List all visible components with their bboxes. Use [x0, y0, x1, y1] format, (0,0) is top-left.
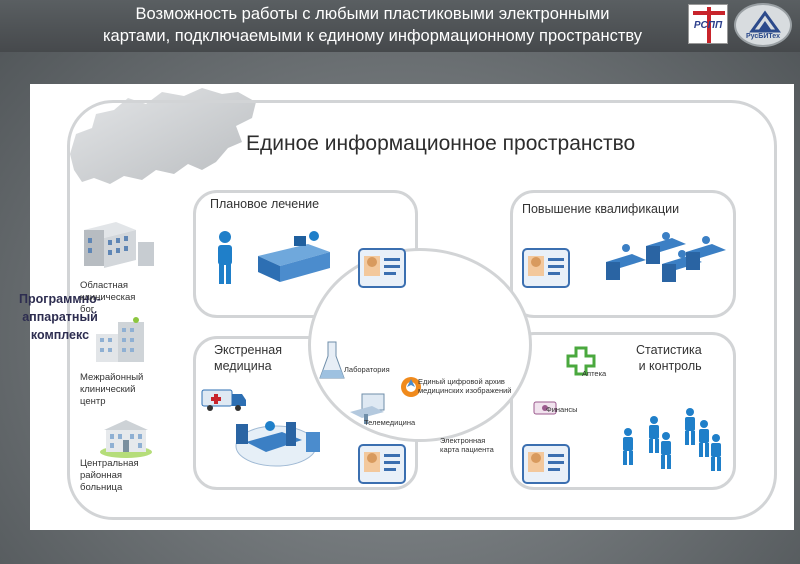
label-statistics-line2: и контроль	[638, 359, 702, 373]
diagram-title: Единое информационное пространство	[246, 132, 636, 155]
label-telemedicine: Телемедицина	[364, 418, 416, 427]
central-hospital-icon	[100, 420, 152, 458]
label-regional-hospital: Областная клиническая бог	[80, 280, 160, 316]
label-central-line1: Центральная	[80, 458, 139, 469]
doctor-desk-icon	[258, 231, 330, 282]
rspp-logo-text: РСПП	[693, 20, 723, 31]
slide-title: Возможность работы с любыми пластиковыми…	[70, 3, 675, 47]
slide-title-line1: Возможность работы с любыми пластиковыми…	[135, 5, 610, 23]
label-emergency: Экстренная медицина	[214, 342, 282, 374]
patient-card-icon-bottom-left	[358, 444, 406, 484]
label-central-line2: районная	[80, 470, 123, 481]
label-planned-treatment: Плановое лечение	[210, 197, 320, 211]
center-title-line3: комплекс	[30, 328, 90, 342]
operating-room-icon	[235, 421, 320, 467]
label-archive-line2: медицинских изображений	[418, 386, 512, 395]
label-regional-line3: бог	[80, 304, 95, 315]
people-group-icon	[623, 408, 721, 471]
label-regional-line1: Областная	[80, 280, 129, 291]
label-patient-card: Электронная карта пациента	[440, 436, 494, 454]
label-emergency-line1: Экстренная	[214, 343, 282, 357]
label-statistics: Статистика и контроль	[636, 342, 702, 374]
label-lab: Лаборатория	[344, 365, 390, 374]
label-emergency-line2: медицина	[214, 359, 272, 373]
label-central-line3: больница	[80, 482, 123, 493]
label-archive: Единый цифровой архив медицинских изобра…	[418, 377, 511, 395]
slide-header: Возможность работы с любыми пластиковыми…	[0, 0, 800, 52]
lab-flask-icon	[319, 341, 345, 379]
rusbitech-logo-text: РусБИТех	[746, 33, 780, 40]
ambulance-icon	[201, 389, 246, 411]
finance-icon	[533, 401, 557, 415]
label-interdistrict-center: Межрайонный клинический центр	[80, 372, 160, 408]
russia-map-icon	[70, 88, 256, 184]
patient-card-icon-top-left	[358, 248, 406, 288]
pharmacy-cross-icon	[566, 346, 596, 376]
label-pharmacy: Аптека	[582, 369, 607, 378]
label-patient-card-line1: Электронная	[440, 436, 486, 445]
telemedicine-icon	[350, 393, 385, 424]
center-oval	[308, 248, 532, 442]
center-title: Программно- аппаратный комплекс	[0, 290, 120, 344]
label-central-hospital: Центральная районная больница	[80, 458, 160, 494]
center-title-line2: аппаратный	[22, 310, 98, 324]
label-interdistrict-line3: центр	[80, 396, 106, 407]
label-finance: Финансы	[546, 405, 578, 414]
slide-title-line2: картами, подключаемыми к единому информа…	[102, 27, 643, 45]
label-regional-line2: клиническая	[80, 292, 136, 303]
label-archive-line1: Единый цифровой архив	[418, 377, 505, 386]
label-qualification: Повышение квалификации	[522, 202, 680, 216]
regional-hospital-icon	[84, 222, 154, 268]
rusbitech-logo: РусБИТех	[734, 3, 792, 47]
archive-icon	[401, 377, 421, 397]
patient-card-icon-bottom-right	[522, 444, 570, 484]
patient-person-icon	[218, 231, 232, 284]
center-title-line1: Программно-	[19, 292, 101, 306]
label-patient-card-line2: карта пациента	[440, 445, 494, 454]
rspp-logo: РСПП	[688, 4, 728, 44]
patient-card-icon-top-right	[522, 248, 570, 288]
label-interdistrict-line2: клинический	[80, 384, 136, 395]
diagram-panel: Единое информационное пространство Плано…	[19, 84, 794, 530]
info-space-frame	[67, 100, 777, 520]
label-interdistrict-line1: Межрайонный	[80, 372, 144, 383]
label-statistics-line1: Статистика	[636, 343, 702, 357]
interdistrict-center-icon	[96, 317, 144, 362]
classroom-desks-icon	[606, 232, 726, 282]
